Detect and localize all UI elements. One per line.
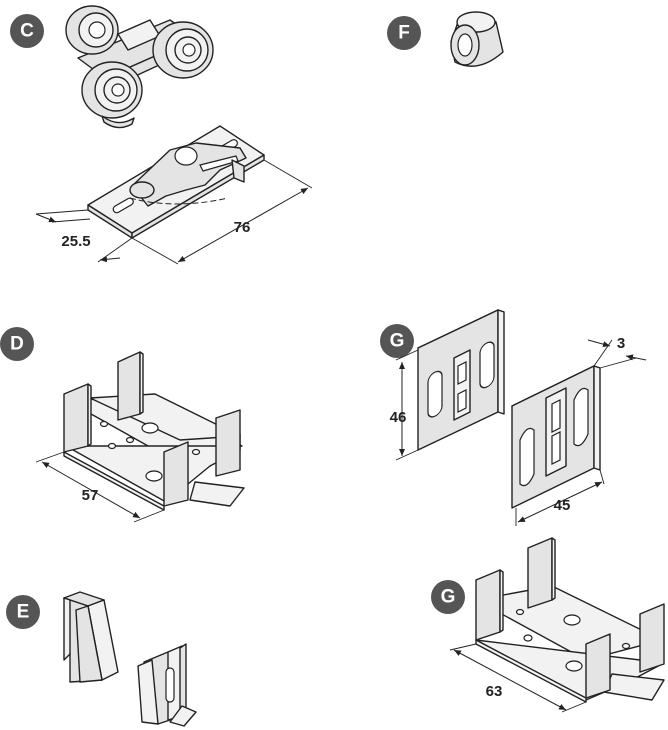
badge-d-text: D <box>10 334 24 355</box>
badge-g-top-text: G <box>390 331 405 352</box>
roller-carriage <box>65 5 214 129</box>
dimension-d-length-label: 57 <box>82 487 99 504</box>
guide-plate-front <box>511 365 601 509</box>
dimension-g-width: 45 <box>515 469 605 526</box>
badge-e: E <box>6 595 40 629</box>
floor-guide-right <box>137 643 197 727</box>
dimension-c-length-label: 76 <box>234 219 251 236</box>
badge-f: F <box>387 16 421 50</box>
badge-f-text: F <box>398 23 410 44</box>
dimension-g-bracket-length: 63 <box>449 643 587 713</box>
floor-guide-left <box>63 591 119 683</box>
dimension-d-length: 57 <box>35 451 165 523</box>
badge-g-top: G <box>380 324 414 358</box>
dimension-c-width: 25.5 <box>35 209 133 263</box>
dimension-c-length: 76 <box>131 159 313 265</box>
dimension-g-width-label: 45 <box>554 497 571 514</box>
badge-g-bottom: G <box>431 580 465 614</box>
badge-g-bottom-text: G <box>441 587 456 608</box>
dimension-g-thickness-label: 3 <box>617 335 625 352</box>
dimension-g-thickness: 3 <box>587 335 647 369</box>
badge-d: D <box>0 327 34 361</box>
dimension-g-height-label: 46 <box>390 409 407 426</box>
badge-c-text: C <box>20 21 34 42</box>
badge-e-text: E <box>17 602 30 623</box>
badge-c: C <box>10 14 44 48</box>
dimension-g-height: 46 <box>390 349 419 461</box>
dimension-g-bracket-length-label: 63 <box>486 683 503 700</box>
bump-stop <box>450 11 504 67</box>
dimension-c-width-label: 25.5 <box>61 233 90 250</box>
mounting-plate-c <box>87 125 265 239</box>
guide-plate-back <box>417 309 505 451</box>
